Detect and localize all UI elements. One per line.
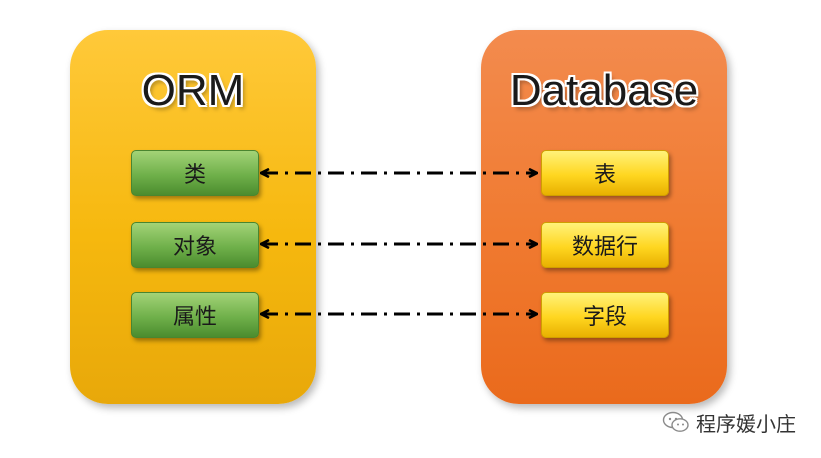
watermark-text: 程序媛小庄 — [696, 411, 796, 436]
orm-item-object: 对象 — [131, 222, 259, 268]
database-panel: Database — [481, 30, 727, 404]
orm-item-class: 类 — [131, 150, 259, 196]
orm-title: ORM — [141, 66, 245, 115]
database-item-table: 表 — [541, 150, 669, 196]
orm-panel: ORM — [70, 30, 316, 404]
database-item-row: 数据行 — [541, 222, 669, 268]
database-item-field: 字段 — [541, 292, 669, 338]
wechat-icon — [662, 411, 689, 432]
watermark: 程序媛小庄 — [662, 410, 796, 436]
orm-item-attribute: 属性 — [131, 292, 259, 338]
database-title: Database — [509, 66, 699, 115]
